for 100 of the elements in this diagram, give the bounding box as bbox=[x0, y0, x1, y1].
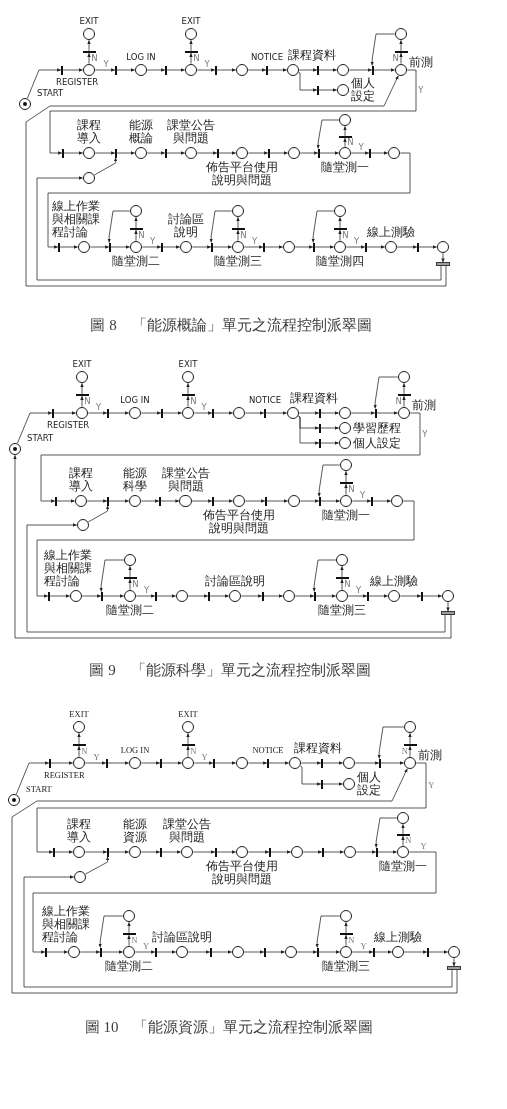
place-circle bbox=[122, 909, 136, 923]
transition-bar bbox=[99, 947, 103, 957]
place-label: 隨堂測一 bbox=[379, 859, 427, 873]
place-circle bbox=[181, 406, 195, 420]
place-circle bbox=[287, 146, 301, 160]
transition-bar bbox=[211, 496, 215, 506]
transition-bar bbox=[447, 966, 461, 970]
transition-bar bbox=[160, 242, 164, 252]
place-label: START bbox=[26, 785, 52, 794]
place-circle bbox=[397, 370, 411, 384]
edge-label: Y bbox=[353, 236, 360, 246]
edge-label: Y bbox=[143, 941, 150, 951]
place-circle bbox=[82, 63, 96, 77]
transition-label: NOTICE bbox=[248, 396, 281, 406]
place-circle bbox=[339, 458, 353, 472]
place-circle bbox=[339, 909, 353, 923]
place-label: LOG IN bbox=[120, 396, 150, 406]
edge-label: N bbox=[392, 53, 399, 63]
place-circle bbox=[231, 945, 245, 959]
transition-bar bbox=[333, 227, 347, 231]
edge-label: N bbox=[348, 935, 355, 945]
edge-label: Y bbox=[143, 585, 150, 595]
transition-bar bbox=[52, 847, 56, 857]
place-label: 前測 bbox=[411, 398, 436, 412]
edge-label: Y bbox=[93, 752, 100, 762]
edge-label: N bbox=[342, 230, 349, 240]
transition-bar bbox=[164, 148, 168, 158]
transition-bar bbox=[335, 576, 349, 580]
transition-bar bbox=[370, 496, 374, 506]
edge-label: N bbox=[81, 746, 88, 756]
transition-bar bbox=[318, 423, 322, 433]
place-circle bbox=[282, 589, 296, 603]
place-circle bbox=[396, 811, 410, 825]
transition-bar bbox=[184, 50, 198, 54]
transition-bar bbox=[82, 50, 96, 54]
place-label: 個人設定 bbox=[352, 436, 401, 450]
edge-label: N bbox=[401, 746, 408, 756]
transition-bar bbox=[436, 262, 450, 266]
transition-bar bbox=[262, 242, 266, 252]
place-label: 學習歷程 bbox=[352, 421, 401, 435]
place-label: 前測 bbox=[408, 55, 433, 69]
place-label: 隨堂測四 bbox=[316, 254, 364, 268]
edge-label: N bbox=[193, 53, 200, 63]
place-label: 課程資料 bbox=[290, 392, 339, 406]
transition-bar bbox=[261, 591, 265, 601]
transition-bar bbox=[106, 847, 110, 857]
place-label: 線上作業與相關課程討論 bbox=[42, 905, 91, 945]
transition-bar bbox=[72, 743, 86, 747]
place-label: 佈告平台使用說明與問題 bbox=[205, 160, 279, 187]
place-label: 能源科學 bbox=[122, 467, 148, 494]
transition-bar bbox=[339, 932, 353, 936]
place-label: 線上測驗 bbox=[370, 575, 418, 589]
place-label: 課程導入 bbox=[68, 467, 94, 494]
transition-bar bbox=[57, 242, 61, 252]
place-label: EXIT bbox=[79, 17, 99, 27]
place-label: 隨堂測一 bbox=[322, 508, 370, 522]
place-label: 課堂公告與問題 bbox=[160, 467, 211, 494]
edge-label: N bbox=[84, 396, 91, 406]
figure-caption: 圖 10 「能源資源」單元之流程控制派翠圖 bbox=[84, 1018, 374, 1036]
transition-bar bbox=[318, 408, 322, 418]
place-label: 佈告平台使用說明與問題 bbox=[205, 859, 279, 886]
place-circle bbox=[286, 63, 300, 77]
transition-bar bbox=[396, 833, 410, 837]
transition-bar bbox=[374, 408, 378, 418]
transition-label: REGISTER bbox=[44, 770, 85, 780]
transition-bar bbox=[44, 947, 48, 957]
place-label: 線上測驗 bbox=[374, 931, 422, 945]
transition-bar bbox=[105, 758, 109, 768]
place-circle bbox=[282, 240, 296, 254]
edge-label: N bbox=[395, 396, 402, 406]
transition-bar bbox=[368, 148, 372, 158]
transition-bar bbox=[316, 947, 320, 957]
transition-bar bbox=[159, 758, 163, 768]
place-circle bbox=[76, 518, 90, 532]
place-label: 課程導入 bbox=[66, 818, 92, 845]
transition-bar bbox=[364, 242, 368, 252]
transition-bar bbox=[318, 496, 322, 506]
place-label: EXIT bbox=[69, 710, 89, 720]
place-circle bbox=[390, 494, 404, 508]
place-label: 個人設定 bbox=[356, 771, 382, 797]
place-circle bbox=[235, 63, 249, 77]
transition-bar bbox=[318, 438, 322, 448]
place-label: 隨堂測二 bbox=[112, 254, 160, 268]
transition-bar bbox=[320, 758, 324, 768]
place-circle bbox=[72, 756, 86, 770]
place-label: 課堂公告與問題 bbox=[162, 818, 212, 845]
transition-bar bbox=[114, 148, 118, 158]
transition-bar bbox=[181, 743, 195, 747]
transition-bar bbox=[164, 65, 168, 75]
place-circle bbox=[447, 945, 461, 959]
edge-label: N bbox=[131, 935, 138, 945]
place-label: 線上作業與相關課程討論 bbox=[44, 549, 93, 589]
figure-caption: 圖 9 「能源科學」單元之流程控制派翠圖 bbox=[89, 661, 371, 679]
edge-label: Y bbox=[355, 585, 362, 595]
edge-label: N bbox=[91, 53, 98, 63]
place-circle bbox=[232, 406, 246, 420]
transition-bar bbox=[441, 611, 455, 615]
place-circle bbox=[343, 845, 357, 859]
edge-label: N bbox=[240, 230, 247, 240]
place-label: LOG IN bbox=[126, 53, 156, 63]
